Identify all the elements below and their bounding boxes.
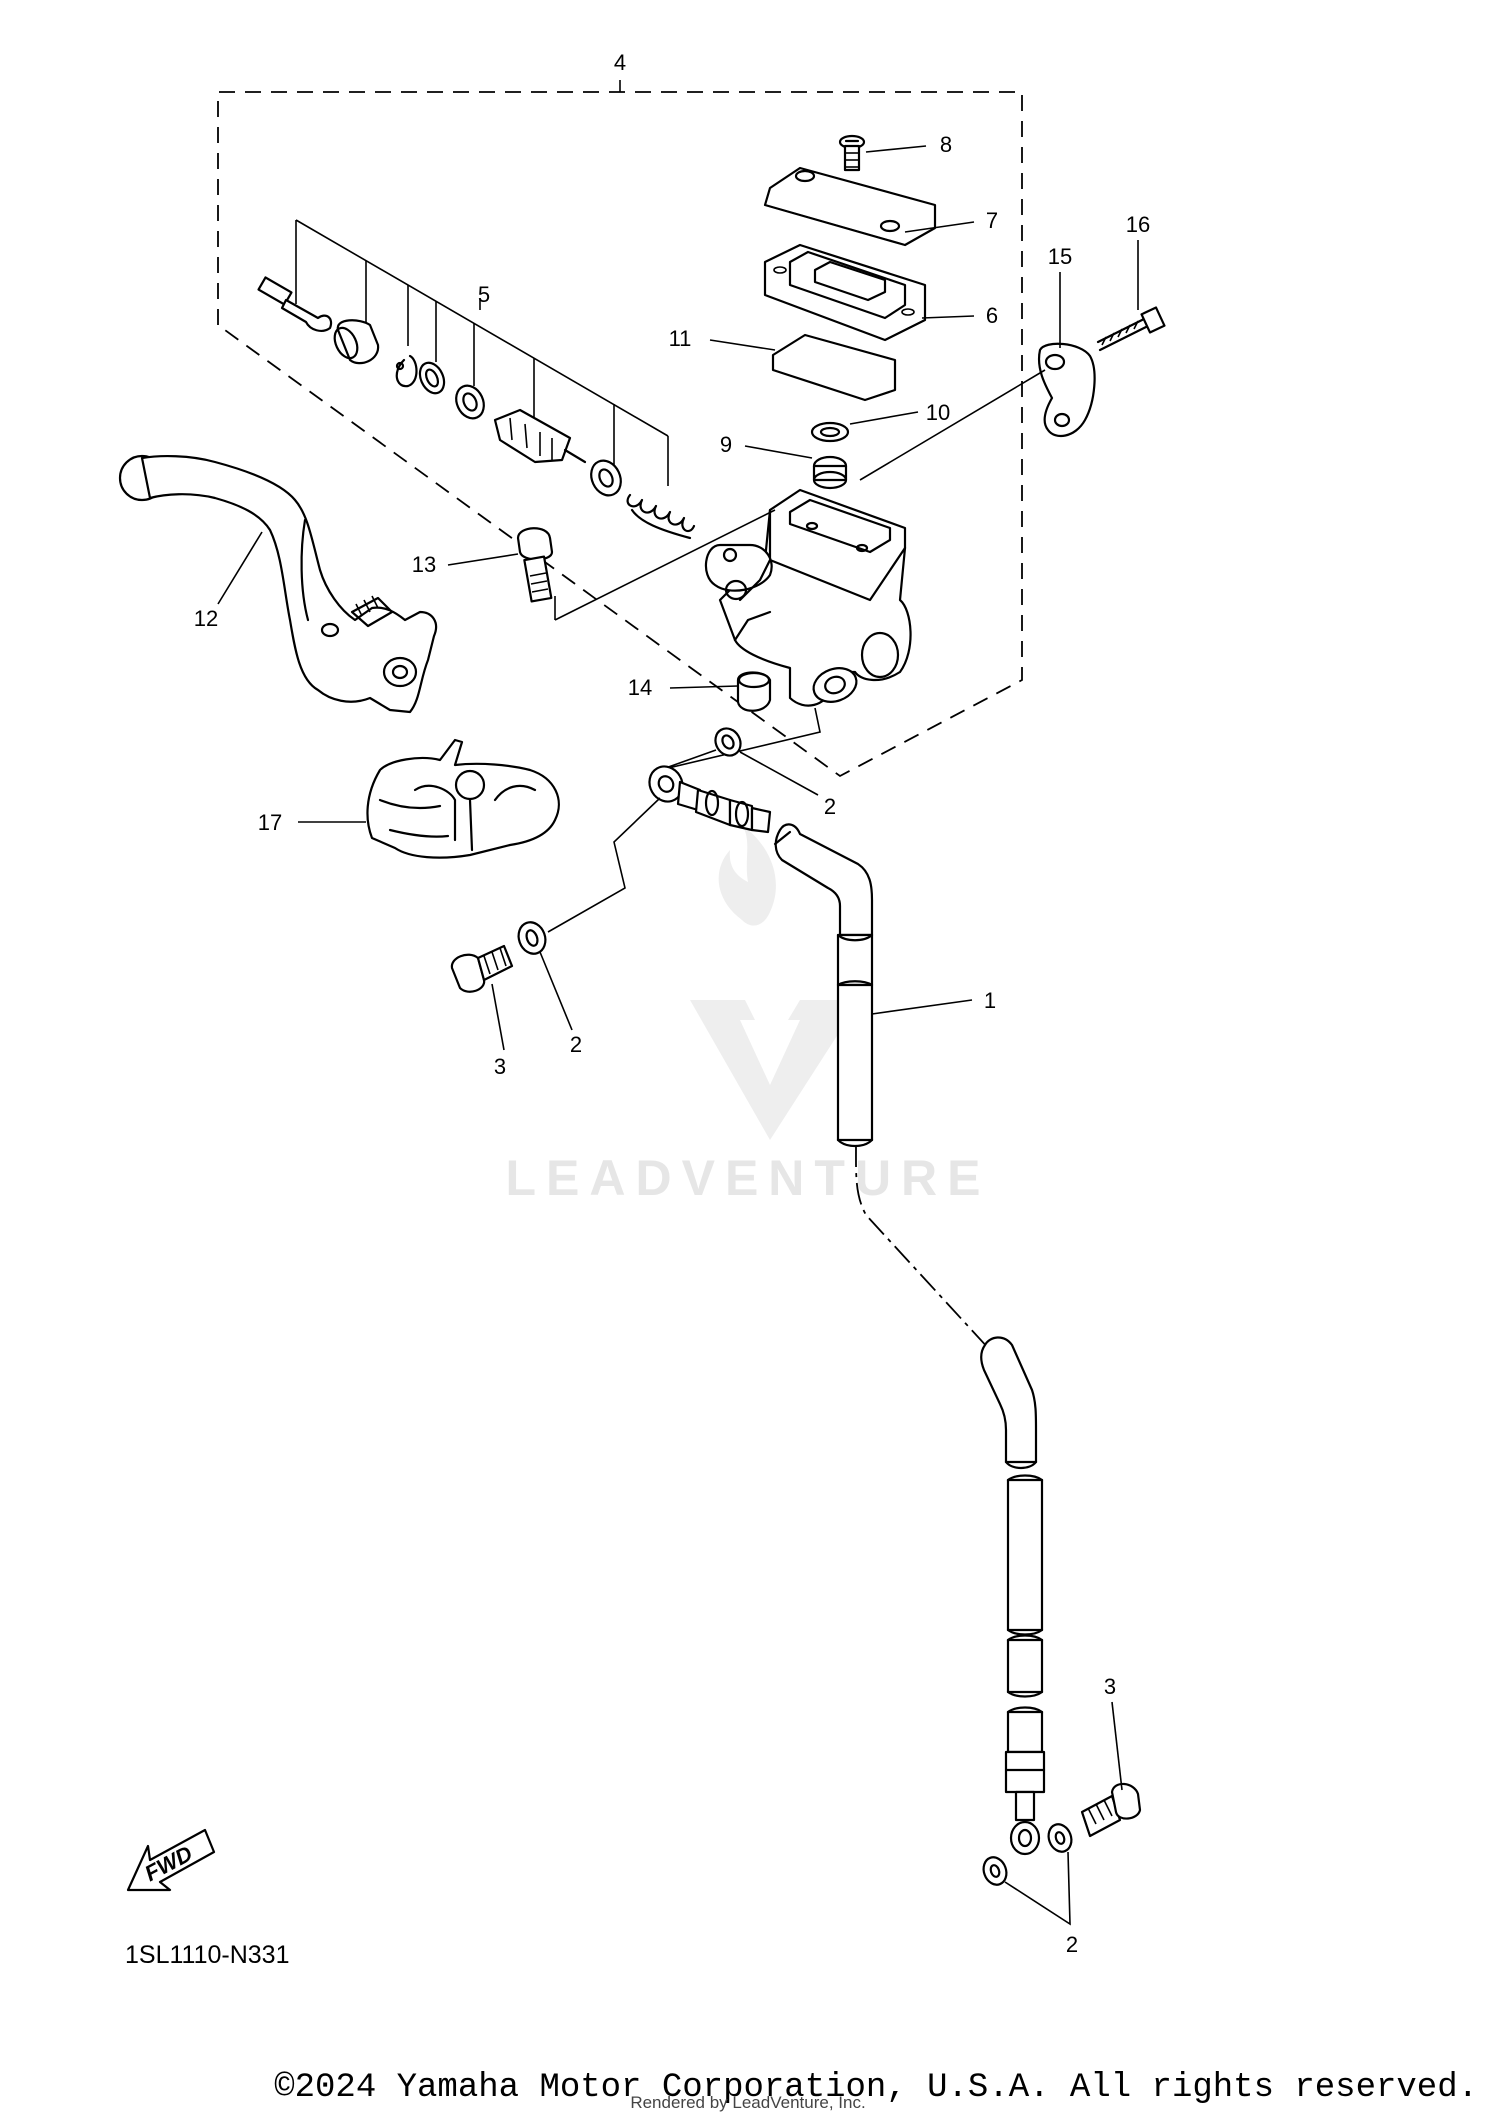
watermark-logo: LEADVENTURE: [505, 825, 990, 1206]
diaphragm-holder: [763, 243, 927, 342]
lever-pivot-nut: [736, 671, 772, 712]
leader-12: [217, 531, 263, 605]
callout-13: 13: [412, 552, 436, 577]
lever-pivot-line: [554, 509, 776, 621]
callout-2-upper: 2: [824, 794, 836, 819]
washer-connector-line: [547, 797, 661, 933]
callout-3-upper: 3: [494, 1054, 506, 1079]
reservoir-float: [812, 455, 848, 490]
union-bolt-upper: [450, 944, 514, 993]
fitting-connector-line: [659, 707, 821, 771]
brake-lever: [118, 454, 438, 714]
leader-9: [744, 445, 813, 459]
callout-16: 16: [1126, 212, 1150, 237]
leader-7: [904, 221, 975, 233]
leader-1: [871, 999, 973, 1015]
leader-11: [709, 339, 776, 351]
copyright-text: ©2024 Yamaha Motor Corporation, U.S.A. A…: [274, 2069, 1478, 2107]
fwd-arrow-icon: FWD: [126, 1828, 216, 1892]
lever-holder-switch: [366, 738, 560, 859]
diaphragm-plate: [810, 421, 850, 443]
callout-15: 15: [1048, 244, 1072, 269]
callout-6: 6: [986, 303, 998, 328]
callout-10: 10: [926, 400, 950, 425]
assembly-outline: [217, 80, 1023, 778]
holder-bolt: [1096, 306, 1166, 352]
holder-connector-line: [859, 369, 1046, 481]
callout-17: 17: [258, 810, 282, 835]
leader-10: [849, 411, 919, 425]
callout-14: 14: [628, 675, 652, 700]
piston-kit-parts: [257, 276, 696, 540]
callout-4: 4: [614, 50, 626, 75]
hose-continuation-line: [855, 1144, 991, 1351]
leader-2c: [1004, 1851, 1071, 1926]
brake-hose: [773, 823, 874, 1148]
leader-8: [865, 145, 927, 153]
master-cylinder-holder: [1037, 342, 1096, 438]
copper-washer-upper: [714, 727, 742, 757]
callout-7: 7: [986, 208, 998, 233]
callout-2-lower: 2: [1066, 1932, 1078, 1957]
watermark-text: LEADVENTURE: [505, 1150, 990, 1206]
brake-hose-upper-fitting: [648, 765, 772, 834]
leader-2a: [739, 751, 819, 796]
leader-13: [447, 553, 519, 566]
union-bolt-lower: [1080, 1782, 1142, 1838]
leader-3a: [491, 983, 505, 1051]
leader-14: [669, 685, 739, 689]
callout-12: 12: [194, 606, 218, 631]
leader-6: [921, 315, 975, 319]
master-cylinder-body: [704, 488, 912, 707]
callout-2-middle: 2: [570, 1032, 582, 1057]
callout-3-lower: 3: [1104, 1674, 1116, 1699]
reservoir-cap: [763, 166, 937, 247]
brake-hose-lower: [980, 1336, 1046, 1856]
copper-washer-middle: [517, 921, 547, 955]
copper-washers-lower: [982, 1823, 1073, 1886]
leader-3b: [1111, 1701, 1123, 1791]
callout-9: 9: [720, 432, 732, 457]
reservoir-cap-screw: [838, 134, 866, 172]
diagram-code: 1SL1110-N331: [125, 1941, 289, 1969]
lever-pivot-bolt: [516, 527, 554, 603]
piston-kit-bracket: [295, 219, 669, 486]
callout-8: 8: [940, 132, 952, 157]
leader-2b: [539, 951, 573, 1031]
callout-5: 5: [478, 282, 490, 307]
diaphragm: [771, 333, 897, 402]
callout-1: 1: [984, 988, 996, 1013]
rendered-by-text: Rendered by LeadVenture, Inc.: [630, 2093, 865, 2112]
callout-11: 11: [669, 326, 692, 351]
